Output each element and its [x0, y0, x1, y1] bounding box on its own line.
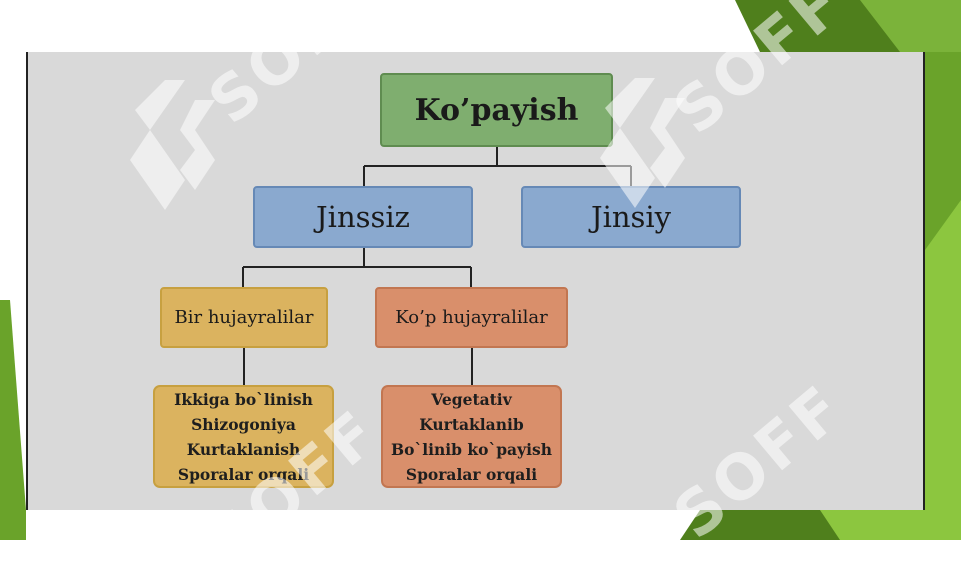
node-bir-hujayralilar: Bir hujayralilar	[160, 287, 328, 348]
list-item: Bo`linib ko`payish	[391, 439, 552, 459]
list-box-right: Vegetativ Kurtaklanib Bo`linib ko`payish…	[381, 385, 562, 488]
list-item: Ikkiga bo`linish	[174, 389, 313, 409]
list-item: Sporalar orqali	[177, 464, 310, 484]
list-item: Sporalar orqali	[405, 464, 538, 484]
node-jinsiy: Jinsiy	[521, 186, 741, 248]
list-item: Kurtaklanish	[186, 439, 301, 459]
list-item: Vegetativ	[431, 389, 512, 409]
node-kop-hujayralilar: Ko’p hujayralilar	[375, 287, 568, 348]
node-jinssiz: Jinssiz	[253, 186, 473, 248]
list-item: Shizogoniya	[191, 414, 296, 434]
background-frame	[0, 0, 961, 540]
list-box-left: Ikkiga bo`linish Shizogoniya Kurtaklanis…	[153, 385, 334, 488]
root-node: Ko’payish	[380, 73, 613, 147]
list-item: Kurtaklanib	[419, 414, 524, 434]
watermark-logo-icon	[130, 80, 215, 210]
connector-lines	[242, 147, 632, 385]
watermark-logo-icon	[600, 78, 685, 208]
